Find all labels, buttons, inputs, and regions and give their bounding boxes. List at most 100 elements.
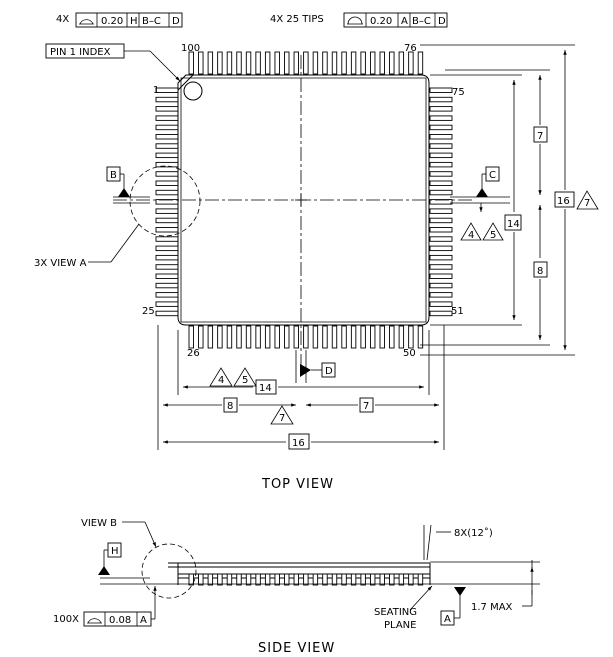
lead bbox=[155, 217, 179, 224]
note-triangles-right: 4 5 bbox=[460, 222, 504, 241]
fcf-bottom-count: 100X bbox=[53, 614, 79, 625]
lead bbox=[429, 227, 453, 233]
package-body bbox=[177, 74, 430, 326]
lead bbox=[398, 573, 405, 586]
dim-half-vertical: 7 8 bbox=[420, 69, 550, 346]
fcf-top-right-count: 4X 25 TIPS bbox=[270, 14, 324, 25]
view-b-label: VIEW B bbox=[81, 518, 117, 529]
lead bbox=[350, 573, 357, 586]
lead bbox=[389, 325, 395, 349]
lead bbox=[417, 325, 424, 349]
lead bbox=[245, 325, 252, 349]
lead bbox=[312, 325, 319, 349]
lead bbox=[408, 51, 414, 75]
lead bbox=[155, 310, 179, 317]
dim-half-horizontal: 8 7 7 bbox=[157, 325, 445, 450]
lead bbox=[429, 87, 453, 93]
lead bbox=[155, 264, 179, 270]
lead bbox=[284, 573, 290, 586]
lead bbox=[379, 325, 385, 349]
lead bbox=[236, 325, 242, 349]
lead bbox=[155, 208, 179, 214]
fcf-top-left: 4X 0.20 H B–C D bbox=[56, 12, 183, 28]
datum-triangle-icon bbox=[98, 566, 110, 575]
view-b-circle bbox=[141, 543, 197, 599]
lead bbox=[417, 51, 424, 75]
lead bbox=[341, 325, 347, 349]
dim-overall-16-vertical: 16 7 bbox=[420, 44, 599, 356]
fcf-top-right: 4X 25 TIPS 0.20 A B–C D bbox=[270, 12, 448, 28]
lead bbox=[303, 573, 309, 586]
lead bbox=[429, 106, 453, 112]
lead bbox=[429, 124, 453, 131]
lead bbox=[226, 573, 233, 586]
lead bbox=[429, 208, 453, 214]
pin-76: 76 bbox=[404, 43, 417, 54]
dim-14-vertical: 14 bbox=[507, 219, 520, 230]
lead bbox=[226, 51, 233, 75]
datum-a-label: A bbox=[444, 614, 451, 625]
pin1-dot bbox=[183, 81, 203, 101]
dim-16-horizontal: 16 bbox=[292, 438, 305, 449]
note-triangle-icon bbox=[482, 222, 504, 241]
pin-25: 25 bbox=[142, 306, 155, 317]
lead bbox=[226, 325, 233, 349]
lead bbox=[429, 254, 453, 261]
lead bbox=[217, 51, 223, 75]
lead bbox=[155, 189, 179, 196]
lead bbox=[429, 134, 453, 140]
lead bbox=[331, 51, 338, 75]
lead bbox=[312, 51, 319, 75]
left-leads bbox=[155, 87, 179, 317]
lead bbox=[341, 51, 347, 75]
pin-100: 100 bbox=[181, 43, 200, 54]
lead bbox=[264, 573, 271, 586]
seating-plane-label-2: PLANE bbox=[384, 620, 416, 631]
lead bbox=[155, 152, 179, 159]
dim-8-vertical: 8 bbox=[537, 266, 543, 277]
fcf-bottom-datum: A bbox=[140, 615, 147, 626]
lead bbox=[155, 134, 179, 140]
lead bbox=[188, 573, 194, 586]
lead bbox=[155, 115, 179, 121]
lead bbox=[417, 573, 424, 586]
view-a-circle bbox=[129, 165, 201, 237]
dim-8-horizontal: 8 bbox=[227, 401, 233, 412]
lead bbox=[429, 282, 453, 289]
lead bbox=[255, 573, 261, 586]
lead bbox=[155, 282, 179, 289]
note-triangle-icon bbox=[460, 222, 482, 241]
pin-1: 1 bbox=[153, 85, 159, 96]
lead bbox=[429, 96, 453, 103]
fcf-top-right-datum3: D bbox=[438, 16, 446, 27]
lead bbox=[207, 51, 214, 75]
lead bbox=[350, 51, 357, 75]
lead bbox=[255, 325, 261, 349]
lead bbox=[155, 180, 179, 186]
lead bbox=[429, 152, 453, 159]
lead bbox=[360, 51, 366, 75]
dim-body-14-horizontal: 14 4 5 bbox=[177, 330, 430, 395]
lead bbox=[429, 245, 453, 252]
datum-d: D bbox=[295, 350, 336, 383]
pin-51: 51 bbox=[451, 306, 464, 317]
fcf-top-left-datum1: H bbox=[130, 16, 138, 27]
lead bbox=[155, 254, 179, 261]
side-leads bbox=[188, 573, 424, 586]
fcf-top-left-datum3: D bbox=[172, 16, 180, 27]
lead bbox=[274, 325, 280, 349]
lead bbox=[408, 325, 414, 349]
fcf-top-right-tolerance: 0.20 bbox=[370, 16, 392, 27]
lead bbox=[370, 325, 376, 349]
lead bbox=[198, 325, 204, 349]
fcf-bottom: 100X 0.08 A bbox=[53, 586, 157, 627]
lead bbox=[198, 573, 204, 586]
dim-lead-angle: 8X(12˚) bbox=[423, 524, 493, 561]
view-a-label: 3X VIEW A bbox=[34, 258, 87, 269]
lead bbox=[370, 573, 376, 586]
lead bbox=[274, 51, 280, 75]
lead bbox=[322, 51, 328, 75]
datum-b-label: B bbox=[110, 170, 117, 181]
lead-angle-label: 8X(12˚) bbox=[454, 527, 493, 539]
